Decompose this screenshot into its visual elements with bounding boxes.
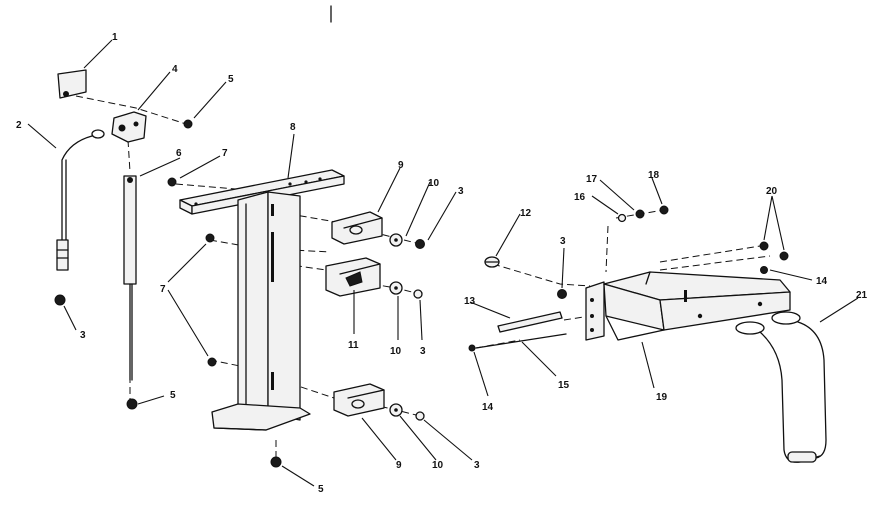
callout-3-left: 3: [80, 330, 86, 341]
part-19-frame: [585, 271, 791, 341]
callout-10-mid: 10: [390, 346, 402, 357]
part-11-clamp-middle: [325, 257, 381, 297]
callout-1: 1: [112, 32, 118, 43]
callout-19: 19: [656, 392, 668, 403]
callout-2: 2: [16, 120, 22, 131]
part-2-cable: [56, 129, 105, 271]
callout-13: 13: [464, 296, 476, 307]
callout-7-side: 7: [160, 284, 166, 295]
callout-5-mid: 5: [170, 390, 176, 401]
callout-17: 17: [586, 174, 598, 185]
callout-11: 11: [348, 340, 359, 351]
callout-labels: 1 2 4 5 6 7 8 7 3 5 9 10 3 11 10 3 9 10 …: [16, 32, 868, 495]
part-4-bracket: [111, 111, 147, 143]
callout-6: 6: [176, 148, 182, 159]
callout-10-top: 10: [428, 178, 440, 189]
callout-18: 18: [648, 170, 660, 181]
part-6-gas-spring: [123, 175, 137, 381]
callout-7-top: 7: [222, 148, 228, 159]
callout-3-bottom: 3: [474, 460, 480, 471]
callout-4: 4: [172, 64, 178, 75]
part-8-column: [179, 169, 345, 431]
leader-lines: [27, 39, 859, 487]
callout-3-top: 3: [458, 186, 464, 197]
callout-21: 21: [856, 290, 868, 301]
callout-14-left: 14: [482, 402, 494, 413]
callout-16: 16: [574, 192, 586, 203]
callout-10-bottom: 10: [432, 460, 444, 471]
callout-3-right: 3: [560, 236, 566, 247]
callout-5-bottom: 5: [318, 484, 324, 495]
part-15-rod: [475, 333, 567, 349]
callout-15: 15: [558, 380, 570, 391]
part-21-cable-loop: [735, 311, 827, 463]
callout-3-mid: 3: [420, 346, 426, 357]
callout-12: 12: [520, 208, 532, 219]
callout-9-top: 9: [398, 160, 404, 171]
callout-5-top: 5: [228, 74, 234, 85]
part-9-clamp-upper: [331, 211, 383, 245]
part-12-knob: [484, 256, 500, 268]
callout-20: 20: [766, 186, 778, 197]
part-1-plate: [57, 69, 87, 99]
washers-and-nuts: [54, 119, 789, 468]
callout-14-right: 14: [816, 276, 828, 287]
callout-8: 8: [290, 122, 296, 133]
part-9-clamp-lower: [333, 383, 385, 417]
callout-9-bottom: 9: [396, 460, 402, 471]
part-13-bar: [497, 311, 563, 333]
